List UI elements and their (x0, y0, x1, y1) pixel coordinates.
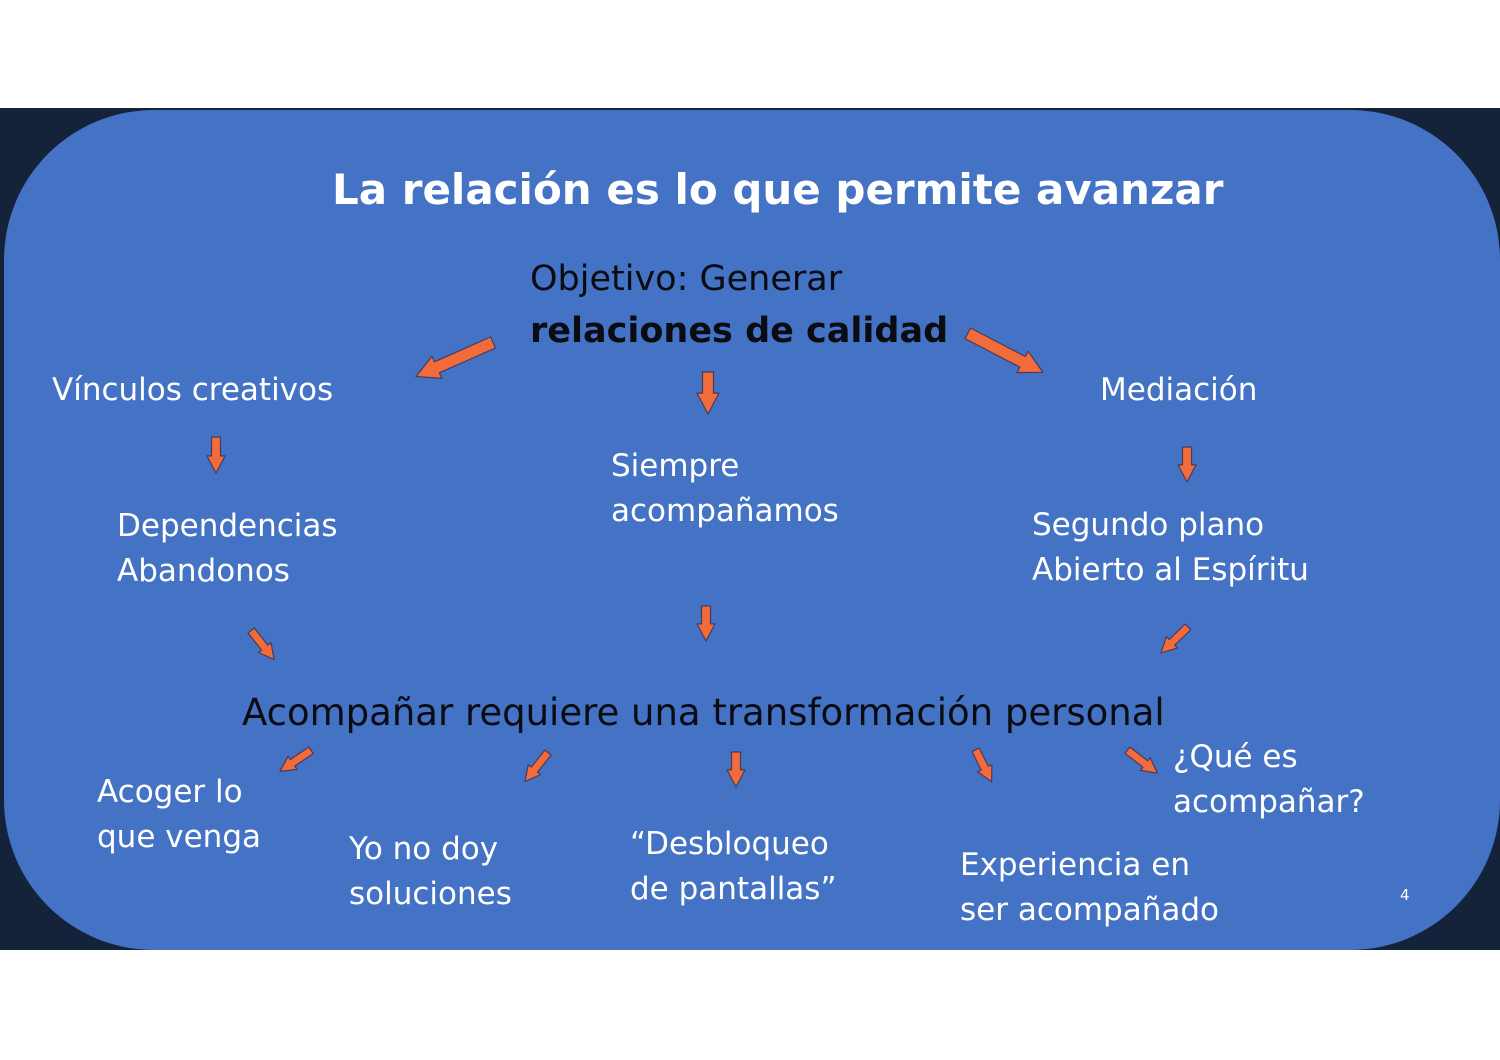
outcome-5: ¿Qué es acompañar? (1173, 735, 1365, 825)
outcome-5-line-1: ¿Qué es (1173, 739, 1298, 775)
page-number: 4 (1400, 886, 1410, 904)
branch-left-sub-1: Dependencias (117, 508, 338, 544)
branch-right-sub-1: Segundo plano (1032, 507, 1265, 543)
outcome-2-line-1: Yo no doy (349, 831, 499, 867)
slide-title: La relación es lo que permite avanzar (332, 165, 1224, 214)
branch-left-sub: Dependencias Abandonos (117, 504, 338, 594)
outcome-3: “Desbloqueo de pantallas” (630, 822, 837, 912)
outcome-2: Yo no doy soluciones (349, 827, 512, 917)
branch-right-sub: Segundo plano Abierto al Espíritu (1032, 503, 1309, 593)
outcome-5-line-2: acompañar? (1173, 783, 1365, 820)
objective-line-2: relaciones de calidad (530, 310, 949, 351)
arrow-shape (971, 747, 993, 783)
arrow-central-to-outcome-2-icon (524, 748, 552, 782)
arrow-objective-to-right-icon (964, 327, 1044, 373)
objective-text: Objetivo: Generar relaciones de calidad (530, 254, 948, 358)
outcome-3-line-1: “Desbloqueo (630, 826, 829, 862)
outcome-1-line-1: Acoger lo (97, 774, 243, 810)
arrow-shape (1177, 446, 1197, 483)
outcome-1-line-2: que venga (97, 818, 261, 855)
branch-center-line-1: Siempre (611, 448, 740, 484)
branch-left-head: Vínculos creativos (52, 372, 334, 408)
outcome-2-line-2: soluciones (349, 875, 512, 912)
outcome-4-line-1: Experiencia en (960, 847, 1190, 883)
arrow-shape (696, 371, 720, 415)
arrow-shape (1160, 623, 1192, 654)
arrow-shape (696, 605, 716, 642)
central-statement: Acompañar requiere una transformación pe… (242, 691, 1165, 734)
branch-center-head: Siempre acompañamos (611, 444, 839, 534)
arrow-right-head-to-sub-icon (1177, 446, 1197, 483)
arrow-center-to-central-icon (696, 605, 716, 642)
branch-right-head: Mediación (1100, 372, 1258, 408)
arrow-right-sub-to-central-icon (1160, 623, 1192, 654)
arrow-shape (726, 751, 746, 788)
branch-left-sub-2: Abandonos (117, 552, 290, 589)
arrow-shape (1123, 746, 1158, 774)
outcome-4-line-2: ser acompañado (960, 891, 1219, 928)
arrow-left-sub-to-central-icon (247, 626, 275, 660)
arrow-central-to-outcome-1-icon (279, 746, 314, 772)
outcome-3-line-2: de pantallas” (630, 870, 837, 907)
slide-panel (4, 110, 1500, 950)
branch-right-sub-2: Abierto al Espíritu (1032, 551, 1309, 588)
arrow-central-to-outcome-5-icon (1123, 746, 1158, 774)
arrow-left-head-to-sub-icon (206, 436, 226, 474)
outcome-4: Experiencia en ser acompañado (960, 843, 1219, 933)
outcome-1: Acoger lo que venga (97, 770, 261, 860)
arrow-shape (247, 626, 275, 660)
arrow-objective-to-left-icon (415, 335, 497, 379)
branch-center-line-2: acompañamos (611, 492, 839, 529)
arrow-shape (206, 436, 226, 474)
arrow-shape (524, 748, 552, 782)
arrow-shape (279, 746, 314, 772)
arrow-shape (415, 335, 497, 379)
objective-line-1: Objetivo: Generar (530, 259, 843, 299)
arrow-objective-to-center-icon (696, 371, 720, 415)
arrow-shape (964, 327, 1044, 373)
arrow-central-to-outcome-3-icon (726, 751, 746, 788)
arrow-central-to-outcome-4-icon (971, 747, 993, 783)
